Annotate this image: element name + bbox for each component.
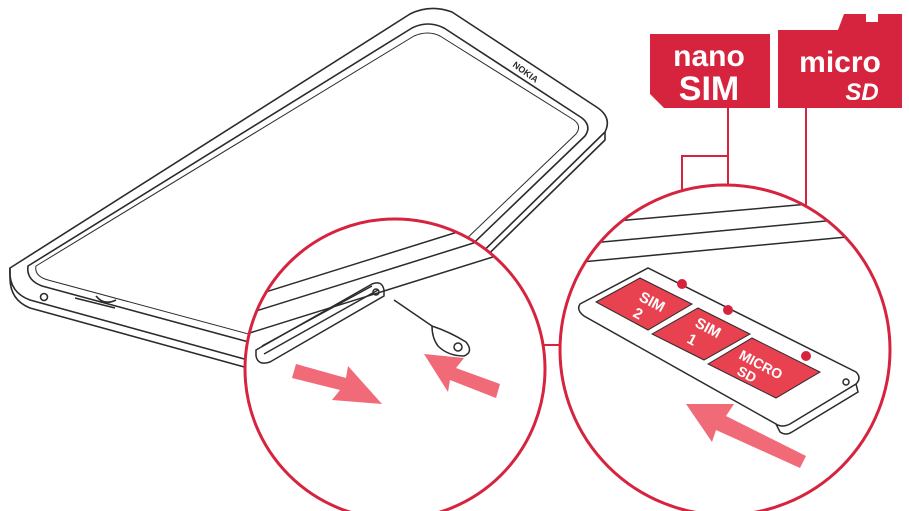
nano-sim-text-line1: nano xyxy=(673,40,745,73)
micro-sd-badge: micro SD xyxy=(778,14,902,108)
headphone-jack xyxy=(41,294,48,301)
left-callout xyxy=(240,200,560,511)
connector-dot-sim2 xyxy=(677,279,687,289)
nano-sim-text-line2: SIM xyxy=(679,70,739,108)
connector-dot-sd xyxy=(801,351,811,361)
phone-bottom-slot xyxy=(75,298,115,308)
connector-dot-sim1 xyxy=(723,305,733,315)
micro-sd-text-line1: micro xyxy=(799,46,881,79)
right-callout: SIM 2 SIM 1 MICRO SD xyxy=(560,185,900,511)
nano-sim-badge: nano SIM xyxy=(650,34,770,108)
micro-sd-text-line2: SD xyxy=(845,79,878,106)
